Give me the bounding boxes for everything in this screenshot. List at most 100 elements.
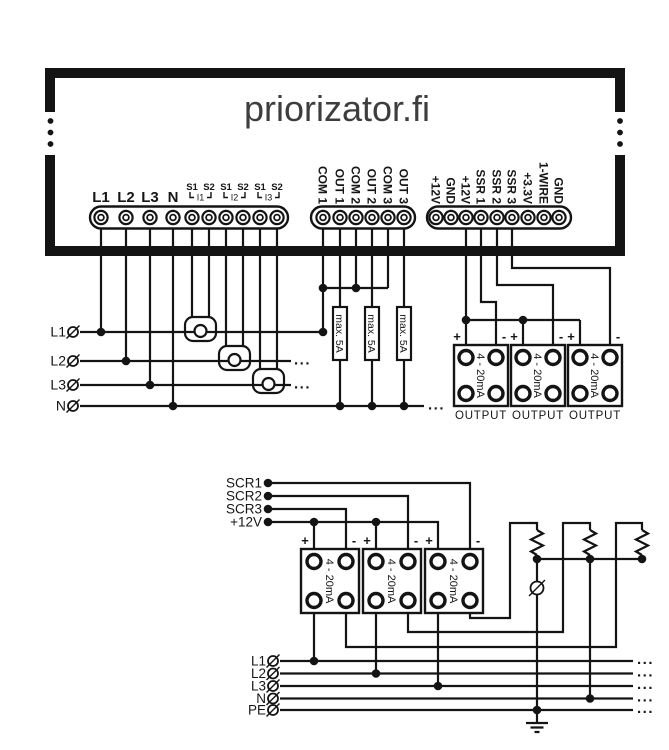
fuse-label: max. 5A bbox=[333, 314, 345, 353]
current-transformers bbox=[183, 315, 286, 395]
ct-terminal-label: S2 bbox=[237, 182, 249, 193]
io-wiring bbox=[464, 226, 612, 351]
resistor-icon bbox=[633, 529, 651, 556]
terminal-label-gnd-b: GND bbox=[552, 177, 566, 204]
terminal-label-ssr1: SSR 1 bbox=[474, 169, 488, 204]
scr2-label: SCR2 bbox=[226, 489, 262, 504]
fuse-2 bbox=[363, 305, 381, 362]
left-vent-dots bbox=[47, 118, 54, 147]
module-minus-label: - bbox=[559, 329, 563, 344]
ct-group-label: I2 bbox=[231, 193, 239, 203]
module-plus-label: + bbox=[363, 533, 371, 548]
continuation-dots: ... bbox=[294, 352, 311, 369]
module-plus-label: + bbox=[453, 329, 461, 344]
terminal-label-l1: L1 bbox=[92, 189, 110, 206]
fuse-label: max. 5A bbox=[397, 314, 409, 353]
feed-label-l1: L1 bbox=[50, 324, 66, 340]
resistor-icon bbox=[528, 529, 546, 556]
module-plus-label: + bbox=[510, 329, 518, 344]
right-vent-dots bbox=[617, 118, 623, 147]
earth-terminal-symbol bbox=[528, 579, 546, 597]
module-caption: OUTPUT bbox=[512, 410, 564, 422]
ct-conductor-1 bbox=[193, 323, 208, 339]
load-bus-wiring bbox=[535, 557, 642, 710]
module-range-label: 4 - 20mA bbox=[531, 353, 543, 398]
ct-group-label: I1 bbox=[197, 193, 205, 203]
analog-modules-lower: + - 4 - 20mA + - 4 - 20mA + - 4 - 20mA bbox=[299, 533, 485, 615]
fuse-label: max. 5A bbox=[365, 314, 377, 353]
earth-ground-icon bbox=[526, 710, 548, 734]
terminal-label-12v-b: +12V bbox=[459, 176, 473, 204]
terminal-label-gnd-a: GND bbox=[444, 177, 458, 204]
analog-output-modules-upper: + - 4 - 20mA OUTPUT + - 4 - 20mA OUTPUT … bbox=[452, 329, 624, 422]
module-caption: OUTPUT bbox=[455, 410, 507, 422]
continuation-dots: ... bbox=[637, 700, 654, 717]
ct-loop-1 bbox=[183, 315, 218, 343]
continuation-dots: ... bbox=[637, 664, 654, 681]
terminal-label-out2: OUT 2 bbox=[365, 169, 379, 205]
ct-group-brackets: I1 I2 I3 bbox=[189, 192, 280, 203]
module-load-wiring bbox=[312, 521, 644, 686]
ct-terminal-label: S2 bbox=[271, 182, 283, 193]
module-range-label: 4 - 20mA bbox=[385, 559, 397, 604]
ct-terminal-label: S1 bbox=[186, 182, 198, 193]
terminal-label-l3: L3 bbox=[141, 189, 159, 206]
continuation-dots: ... bbox=[637, 651, 654, 668]
terminal-label-out3: OUT 3 bbox=[397, 169, 411, 205]
terminal-label-com3: COM 3 bbox=[381, 166, 395, 204]
continuation-dots: ... bbox=[428, 397, 445, 414]
feed-label-l3: L3 bbox=[50, 377, 66, 393]
terminal-strip-power: L1 L2 L3 N S1 S2 S1 S2 S1 S2 I1 I2 I3 bbox=[88, 182, 290, 230]
ct-conductor-2 bbox=[227, 352, 242, 368]
mains-label-l2: L2 bbox=[251, 666, 266, 681]
module-plus-label: + bbox=[301, 533, 309, 548]
heater-resistors bbox=[528, 529, 651, 556]
terminal-label-n: N bbox=[168, 189, 179, 206]
module-minus-label: - bbox=[502, 329, 506, 344]
terminal-label-com1: COM 1 bbox=[316, 166, 330, 204]
scr-labels: SCR1 SCR2 SCR3 +12V bbox=[226, 476, 262, 530]
terminal-label-ssr2: SSR 2 bbox=[490, 169, 504, 204]
terminal-label-out1: OUT 1 bbox=[333, 169, 347, 205]
device-title: priorizator.fi bbox=[244, 88, 430, 129]
ct-loop-3 bbox=[251, 367, 286, 395]
mains-lines bbox=[280, 659, 633, 712]
mains-label-n: N bbox=[256, 691, 266, 706]
module-minus-label: - bbox=[352, 533, 356, 548]
module-caption: OUTPUT bbox=[569, 410, 621, 422]
device-box: priorizator.fi bbox=[43, 68, 627, 256]
feed-label-l2: L2 bbox=[50, 353, 66, 369]
resistor-icon bbox=[581, 529, 599, 556]
terminal-strip-io: +12V GND +12V SSR 1 SSR 2 SSR 3 +3.3V 1-… bbox=[425, 162, 573, 230]
module-range-label: 4 - 20mA bbox=[588, 353, 600, 398]
module-range-label: 4 - 20mA bbox=[474, 353, 486, 398]
scr3-label: SCR3 bbox=[226, 502, 262, 517]
terminal-label-l2: L2 bbox=[117, 189, 135, 206]
power-terminal-drops bbox=[99, 226, 279, 406]
ct-conductor-3 bbox=[261, 376, 276, 392]
ct-group-label: I3 bbox=[265, 193, 273, 203]
module-minus-label: - bbox=[616, 329, 620, 344]
terminal-label-1wire: 1-WIRE bbox=[537, 162, 551, 204]
terminal-label-com2: COM 2 bbox=[349, 166, 363, 204]
scr1-label: SCR1 bbox=[226, 476, 262, 491]
ct-loop-2 bbox=[217, 344, 252, 372]
device-outline bbox=[45, 68, 625, 256]
mains-line-labels: L1 L2 L3 N PE ... ... ... ... ... bbox=[248, 651, 654, 718]
module-plus-label: + bbox=[425, 533, 433, 548]
feed-label-n: N bbox=[56, 398, 66, 414]
terminal-label-12v-a: +12V bbox=[429, 176, 443, 204]
ct-terminal-label: S1 bbox=[220, 182, 232, 193]
continuation-dots: ... bbox=[294, 376, 311, 393]
module-range-label: 4 - 20mA bbox=[323, 559, 335, 604]
fuses: max. 5A max. 5A max. 5A bbox=[331, 305, 413, 362]
ct-terminal-label: S1 bbox=[254, 182, 266, 193]
fuse-3 bbox=[395, 305, 413, 362]
module-range-label: 4 - 20mA bbox=[447, 559, 459, 604]
wiring bbox=[80, 226, 644, 734]
feed-line-labels: L1 L2 L3 N ... ... ... bbox=[50, 324, 445, 414]
mains-label-l1: L1 bbox=[251, 654, 266, 669]
mains-label-pe: PE bbox=[248, 703, 266, 718]
